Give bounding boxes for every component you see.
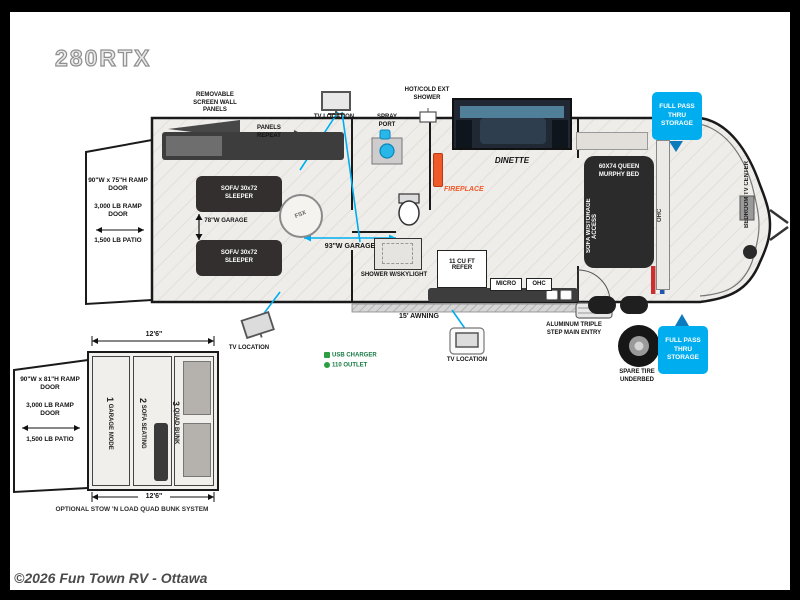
tv-location-garage-label: TV LOCATION — [228, 345, 270, 351]
ext-shower-label: HOT/COLD EXT SHOWER — [404, 87, 450, 101]
garage-stamp-badge: FSX — [279, 194, 323, 238]
outlet-label: 110 OUTLET — [324, 362, 408, 370]
awning-label: 15' AWNING — [399, 313, 439, 320]
kitchen-sink-left — [546, 290, 558, 300]
triple-step — [575, 302, 613, 319]
ohc-kitchen: OHC — [526, 278, 552, 291]
frame-right — [790, 0, 800, 600]
watermark: ©2026 Fun Town RV - Ottawa — [14, 570, 208, 586]
entry-door — [577, 269, 611, 303]
sofa-sleeper-top-label: SOFA/ 30x72 SLEEPER — [220, 186, 258, 200]
inset-panel-1-num: 1 — [105, 396, 115, 402]
dinette-slideout — [452, 98, 572, 150]
spare-tire-icon — [618, 325, 660, 367]
bath-sink-icon — [371, 137, 403, 165]
frame-bottom — [0, 590, 800, 600]
inset-panel-3-label: QUAD BUNK — [173, 408, 179, 445]
tv-location-top-label: TV LOCATION — [313, 114, 355, 120]
ohc-kitchen-label: OHC — [532, 281, 546, 287]
overhead-cabinet-top — [576, 132, 648, 150]
inset-bunk-bottom — [183, 423, 211, 477]
awning-bar — [351, 303, 589, 313]
dinette-bench-right — [552, 120, 568, 148]
pass-thru-storage-bottom: FULL PASS THRU STORAGE — [658, 326, 708, 374]
sofa-sleeper-bottom-label: SOFA/ 30x72 SLEEPER — [220, 250, 258, 264]
dinette-window — [460, 106, 564, 118]
usb-icon — [324, 352, 330, 358]
shower-label: SHOWER W/SKYLIGHT — [360, 272, 428, 278]
dinette-table — [480, 118, 546, 144]
ext-shower-port-icon — [419, 108, 437, 123]
inset-patio-capacity: 1,500 LB PATIO — [26, 436, 74, 443]
model-number: 280RTX — [54, 44, 152, 71]
garage-cabinet — [166, 136, 222, 156]
usb-charger-text: USB CHARGER — [332, 352, 377, 359]
inset-panel-garage-mode: 1 GARAGE MODE — [92, 356, 130, 486]
inset-ramp-door-size: 90"W x 81"H RAMP DOOR — [20, 376, 80, 392]
inset-ramp-door-capacity: 3,000 LB RAMP DOOR — [26, 402, 74, 418]
microwave-label: MICRO — [496, 281, 516, 287]
bedroom-tv-center-label: BEDROOM TV CENTER — [744, 160, 750, 228]
frame-top — [0, 0, 800, 12]
inset-width-top: 12'6" — [138, 331, 170, 340]
outlet-icon — [324, 362, 330, 368]
murphy-bed-label: 60X74 QUEEN MURPHY BED — [598, 164, 640, 178]
sofa-sleeper-bottom: SOFA/ 30x72 SLEEPER — [196, 240, 282, 276]
inset-panel-2-num: 2 — [138, 397, 148, 403]
outlet-text: 110 OUTLET — [332, 362, 368, 369]
garage-stamp-text: FSX — [294, 210, 308, 221]
shower — [374, 238, 422, 270]
pass-thru-storage-bottom-label: FULL PASS THRU STORAGE — [665, 337, 701, 362]
inset-width-bottom: 12'6" — [138, 493, 170, 502]
inset-bunk-top — [183, 361, 211, 415]
ohc-bedroom-label: OHC — [657, 208, 663, 222]
patio-capacity-label: 1,500 LB PATIO — [94, 237, 142, 244]
inset-panel-3-num: 3 — [171, 401, 181, 407]
inset-panel-3-text: 3 QUAD BUNK — [171, 373, 181, 473]
spray-port-label: SPRAY PORT — [376, 114, 398, 128]
inset-sofa-shape — [154, 423, 168, 481]
usb-charger-label: USB CHARGER — [324, 352, 408, 360]
inset-panel-2-label: SOFA SEATING — [140, 404, 146, 449]
spray-port-icon — [379, 129, 391, 140]
inset-panel-quad-bunk: 3 QUAD BUNK — [171, 356, 214, 486]
toilet-icon — [398, 193, 420, 226]
wheels — [588, 296, 648, 314]
dinette-bench-left — [456, 120, 472, 148]
garage-93-label: 93"W GARAGE — [324, 243, 376, 250]
pass-thru-storage-top-label: FULL PASS THRU STORAGE — [659, 103, 695, 128]
tv-icon-top — [321, 91, 351, 115]
tv-icon-living — [449, 327, 485, 355]
inset-panel-1-text: 1 GARAGE MODE — [105, 367, 115, 479]
removable-panels-label: REMOVABLE SCREEN WALL PANELS — [193, 92, 237, 113]
sofa-sleeper-top: SOFA/ 30x72 SLEEPER — [196, 176, 282, 212]
pass-thru-arrows — [669, 141, 689, 326]
tv-icon-garage — [240, 311, 275, 340]
garage-78-label: 78"W GARAGE — [204, 218, 248, 224]
fireplace-icon — [433, 153, 443, 187]
entry-steps-label: ALUMINUM TRIPLE STEP MAIN ENTRY — [546, 322, 602, 336]
tv-location-living-label: TV LOCATION — [446, 357, 488, 363]
spare-tire-label: SPARE TIRE UNDERBED — [619, 369, 655, 383]
garage-78-dimension — [195, 214, 203, 240]
fireplace-label: FIREPLACE — [444, 186, 484, 193]
ramp-door-size-label: 90"W x 75"H RAMP DOOR — [88, 177, 148, 193]
microwave: MICRO — [490, 278, 522, 291]
skylight — [382, 243, 413, 264]
sofa-storage-label: SOFA W/STORAGE ACCESS — [586, 198, 598, 254]
ramp-dimension — [96, 227, 144, 233]
ramp-door-capacity-label: 3,000 LB RAMP DOOR — [94, 203, 142, 219]
inset-panel-sofa-seating: 2 SOFA SEATING — [133, 356, 172, 486]
kitchen-sink-right — [560, 290, 572, 300]
inset-caption: OPTIONAL STOW 'N LOAD QUAD BUNK SYSTEM — [55, 506, 209, 513]
frame-left — [0, 0, 10, 600]
refrigerator: 11 CU FT REFER — [437, 250, 487, 288]
pass-thru-storage-top: FULL PASS THRU STORAGE — [652, 92, 702, 140]
panels-repeat-label: PANELS REPEAT — [257, 125, 281, 139]
dinette-label: DINETTE — [494, 156, 530, 165]
inset-panel-2-text: 2 SOFA SEATING — [138, 367, 148, 479]
refrigerator-label: 11 CU FT REFER — [449, 259, 475, 271]
ramp-door-lines — [85, 139, 153, 306]
inset-panel-1-label: GARAGE MODE — [107, 403, 113, 450]
